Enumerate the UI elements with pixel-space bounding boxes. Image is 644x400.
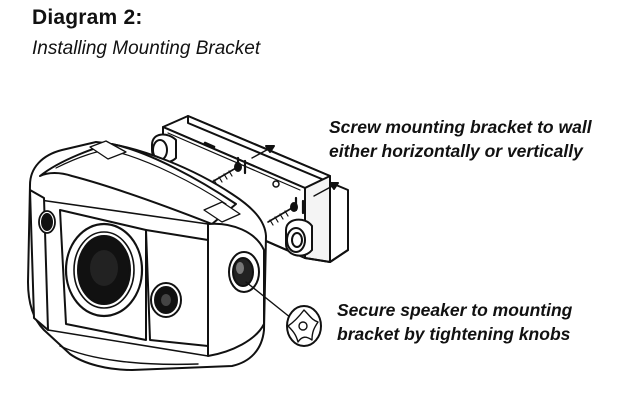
wall-arrow-lower [313, 182, 339, 197]
callout-tighten-knobs: Secure speaker to mounting bracket by ti… [337, 298, 572, 346]
speaker-mount-cup [228, 251, 260, 293]
tweeter-icon [150, 282, 182, 318]
woofer-icon [64, 222, 144, 318]
callout-knob-line-2: bracket by tightening knobs [337, 324, 571, 344]
callout-screw-line-2: either horizontally or vertically [329, 141, 583, 161]
screw-lower [267, 202, 298, 226]
diagram-subtitle: Installing Mounting Bracket [32, 38, 261, 59]
diagram-title: Diagram 2: [32, 6, 143, 29]
callout-knob-line-1: Secure speaker to mounting [337, 300, 573, 320]
callout-screw-bracket: Screw mounting bracket to wall either ho… [329, 115, 592, 163]
wall-arrow-upper [251, 145, 275, 159]
callout-screw-line-1: Screw mounting bracket to wall [329, 117, 592, 137]
screw-upper [211, 162, 242, 186]
knob-leader-line [245, 281, 297, 323]
left-port-icon [38, 210, 56, 234]
tightening-knob-icon [286, 305, 322, 347]
